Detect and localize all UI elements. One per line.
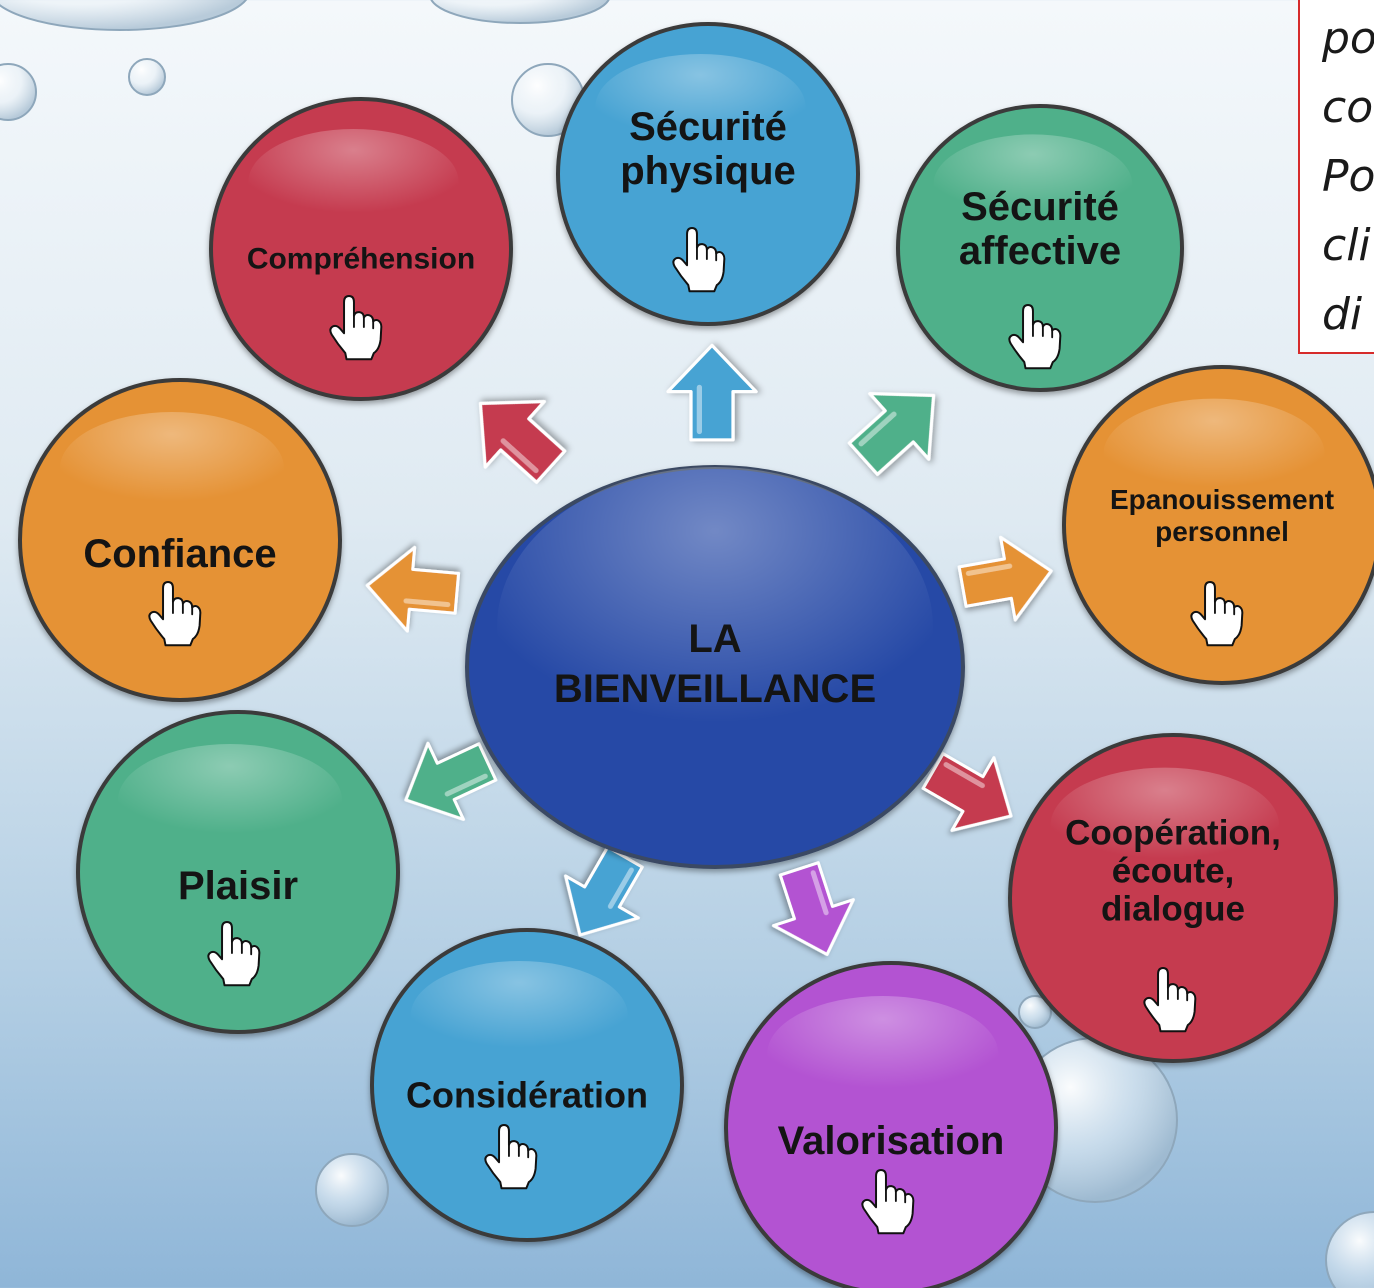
arrow-to-securite-affective xyxy=(847,392,936,476)
node-label: physique xyxy=(620,149,796,193)
node-consideration[interactable]: Considération xyxy=(370,928,684,1242)
node-confiance[interactable]: Confiance xyxy=(18,378,342,702)
droplet xyxy=(1325,1211,1374,1288)
hand-pointer-icon[interactable] xyxy=(1190,581,1244,647)
arrow-to-consideration xyxy=(564,845,644,937)
instruction-line: po xyxy=(1322,13,1374,64)
node-cooperation[interactable]: Coopération,écoute,dialogue xyxy=(1008,733,1338,1063)
node-label: Sécurité xyxy=(629,105,787,149)
hand-pointer-icon[interactable] xyxy=(329,295,383,361)
arrow-to-valorisation xyxy=(772,861,855,956)
node-label: Confiance xyxy=(83,532,276,576)
node-label: Epanouissement xyxy=(1110,484,1334,515)
arrow-to-plaisir xyxy=(404,741,498,821)
node-valorisation[interactable]: Valorisation xyxy=(724,961,1058,1288)
instruction-line: cli xyxy=(1322,220,1371,271)
arrow-to-comprehension xyxy=(478,400,567,484)
node-label: affective xyxy=(959,229,1121,273)
center-layer: LA BIENVEILLANCE xyxy=(465,465,965,869)
droplet xyxy=(315,1153,389,1227)
node-label: dialogue xyxy=(1101,889,1245,928)
node-label: Sécurité xyxy=(961,185,1119,229)
instruction-line: co xyxy=(1322,82,1374,133)
hand-pointer-icon[interactable] xyxy=(1008,304,1062,370)
arrow-to-cooperation xyxy=(921,752,1013,832)
center-label-line1: LA xyxy=(688,617,741,661)
droplet xyxy=(1018,995,1052,1029)
hand-pointer-icon[interactable] xyxy=(861,1169,915,1235)
node-comprehension[interactable]: Compréhension xyxy=(209,97,513,401)
instruction-line: di xyxy=(1322,289,1363,340)
node-label: personnel xyxy=(1155,516,1289,547)
node-label: écoute, xyxy=(1112,851,1235,890)
droplet xyxy=(0,0,248,31)
arrows-layer xyxy=(365,343,1053,956)
droplet xyxy=(430,0,610,24)
hand-pointer-icon[interactable] xyxy=(1143,967,1197,1033)
arrow-to-epanouissement-personnel xyxy=(957,535,1053,622)
arrow-to-confiance xyxy=(365,545,461,633)
arrow-to-securite-physique xyxy=(666,343,758,442)
droplet xyxy=(128,58,166,96)
instruction-line: Po xyxy=(1322,151,1374,202)
droplet xyxy=(0,63,37,121)
node-label: Plaisir xyxy=(178,864,298,908)
hand-pointer-icon[interactable] xyxy=(207,921,261,987)
node-label: Coopération, xyxy=(1065,813,1281,852)
hand-pointer-icon[interactable] xyxy=(672,227,726,293)
node-label: Compréhension xyxy=(247,243,475,276)
node-label: Valorisation xyxy=(778,1119,1005,1163)
center-label-line2: BIENVEILLANCE xyxy=(554,667,876,711)
hand-pointer-icon[interactable] xyxy=(484,1124,538,1190)
node-plaisir[interactable]: Plaisir xyxy=(76,710,400,1034)
instruction-box: po co Po cli di xyxy=(1298,0,1374,354)
hand-pointer-icon[interactable] xyxy=(148,581,202,647)
node-label: Considération xyxy=(406,1075,648,1116)
center-node: LA BIENVEILLANCE xyxy=(465,465,965,869)
